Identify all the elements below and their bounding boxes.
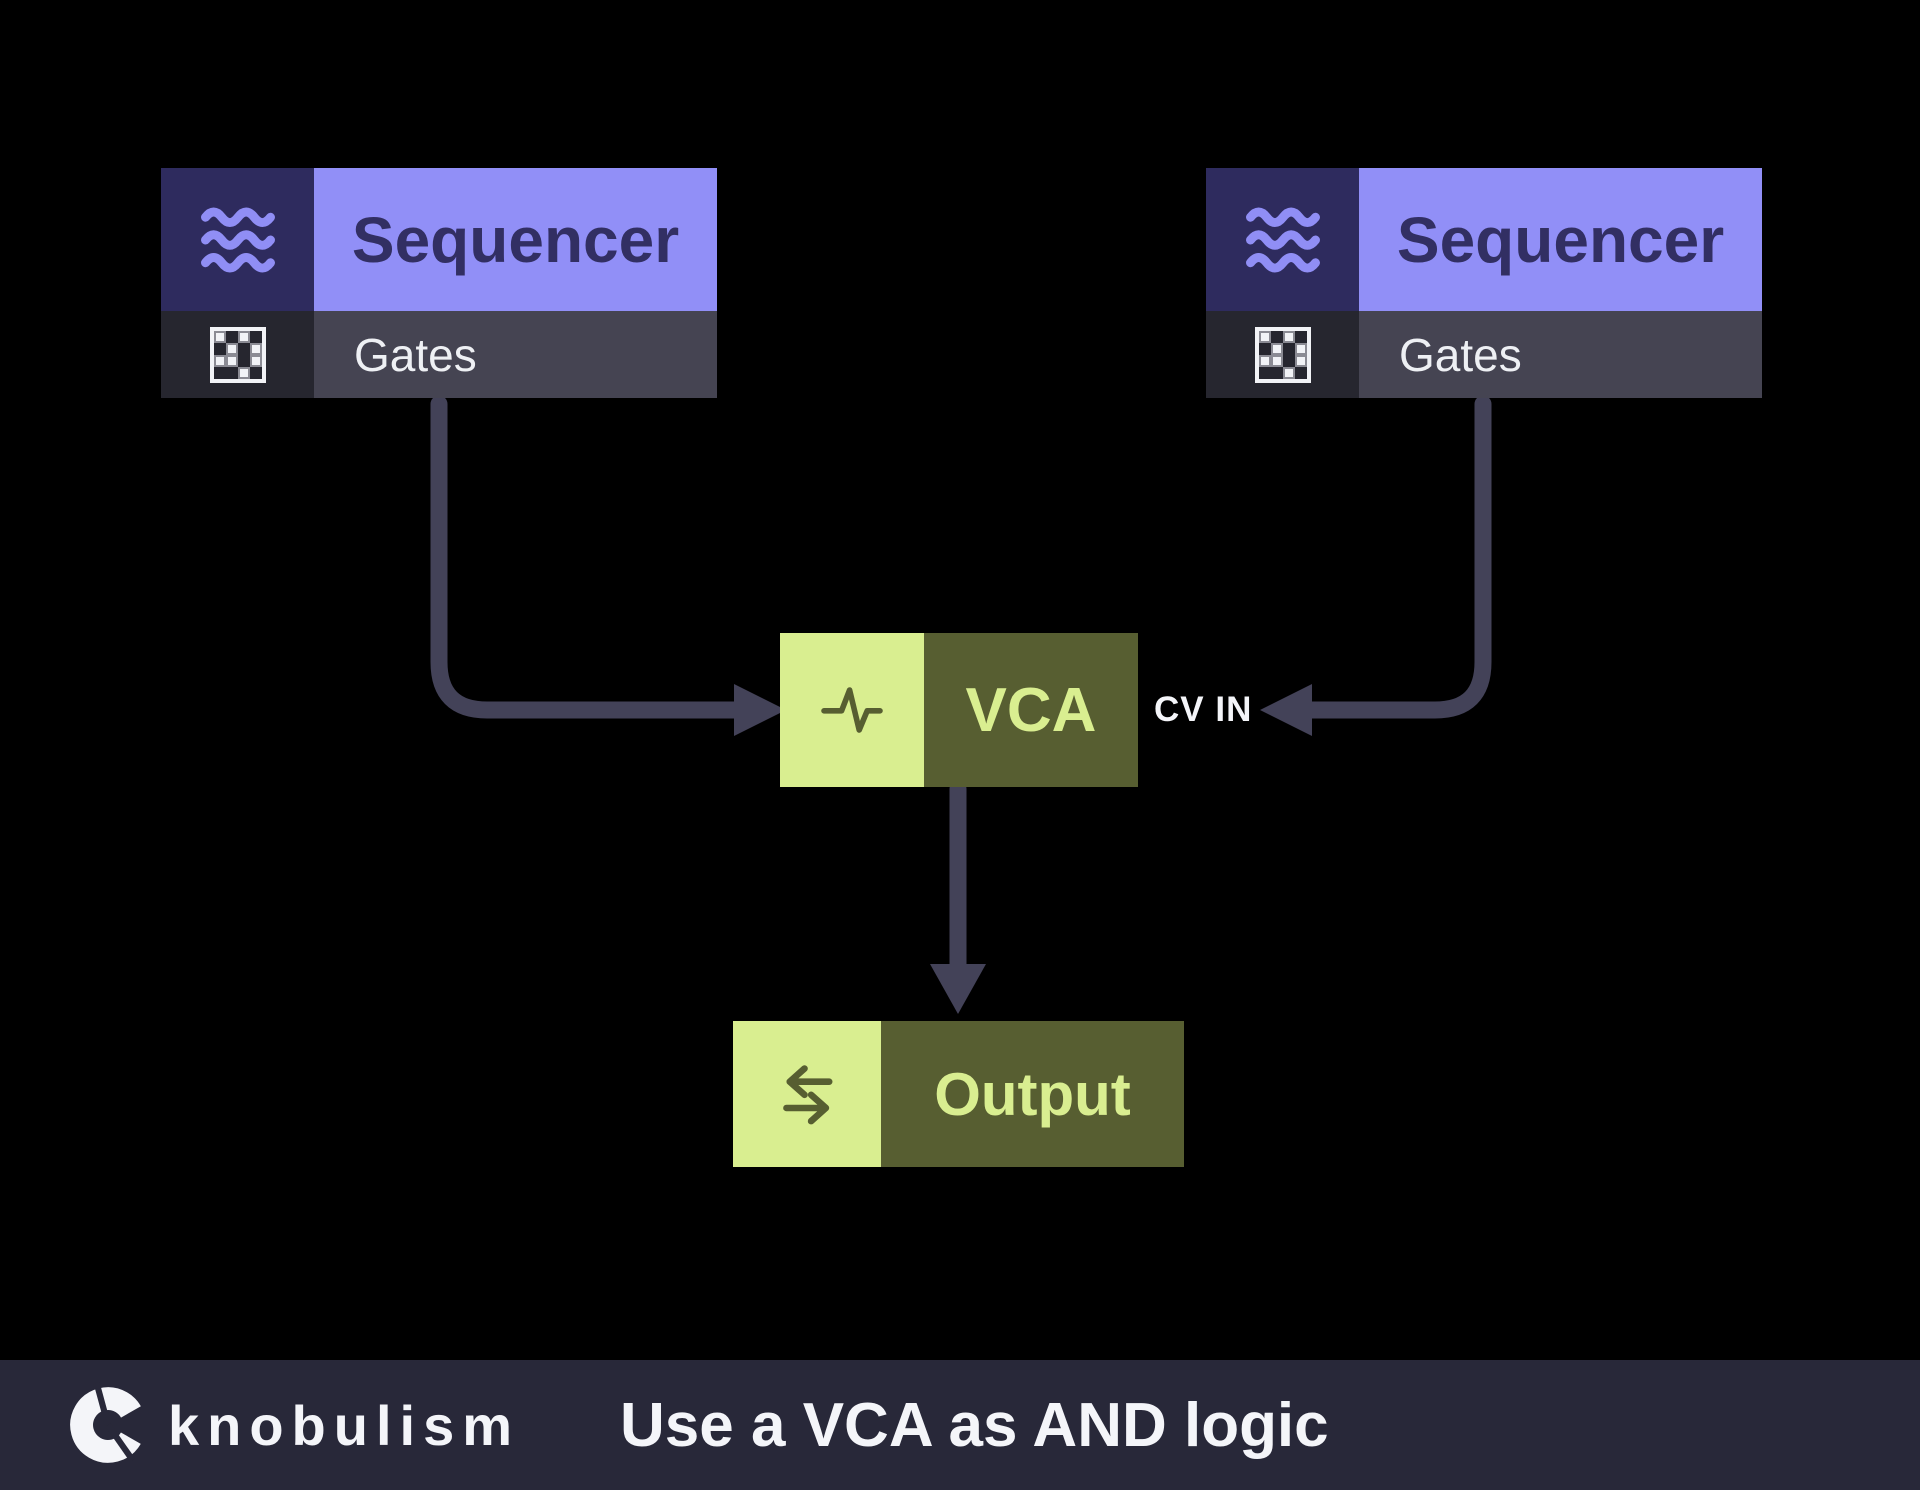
waves-icon [1206, 168, 1359, 311]
sequencer-title-text: Sequencer [351, 203, 680, 276]
cv-in-label: CV IN [1154, 690, 1253, 729]
pulse-icon [780, 633, 924, 787]
gates-label-text: Gates [1399, 328, 1522, 381]
sequencer-node-left: Sequencer Gates [161, 168, 717, 398]
node-title: Sequencer [1359, 168, 1762, 311]
vca-node: VCA [780, 633, 1138, 787]
gate-pattern-grid [1254, 326, 1311, 383]
swap-arrows-icon [733, 1021, 881, 1167]
page-title: Use a VCA as AND logic [620, 1390, 1329, 1460]
connector-left-gates-to-vca [430, 395, 786, 736]
vca-title-text: VCA [965, 675, 1097, 745]
gates-port-row: Gates [161, 311, 717, 398]
node-title: Output [881, 1021, 1184, 1167]
gate-pattern-icon [161, 311, 314, 398]
node-title: VCA [924, 633, 1138, 787]
gate-pattern-icon [1206, 311, 1359, 398]
output-node: Output [733, 1021, 1184, 1167]
sequencer-header-row: Sequencer [161, 168, 717, 311]
port-label: Gates [314, 311, 717, 398]
brand-wordmark: knobulism [168, 1393, 521, 1457]
connector-vca-to-output [930, 780, 986, 1014]
gates-label-text: Gates [354, 328, 477, 381]
output-title-text: Output [934, 1060, 1131, 1128]
gates-port-row: Gates [1206, 311, 1762, 398]
gate-pattern-grid [209, 326, 266, 383]
sequencer-header-row: Sequencer [1206, 168, 1762, 311]
sequencer-title-text: Sequencer [1396, 203, 1725, 276]
node-title: Sequencer [314, 168, 717, 311]
knob-logo-icon [70, 1381, 146, 1463]
sequencer-node-right: Sequencer Gates [1206, 168, 1762, 398]
waves-icon [161, 168, 314, 311]
footer-bar: knobulism Use a VCA as AND logic [0, 1360, 1920, 1490]
connector-right-gates-to-cvin [1260, 395, 1492, 736]
port-label: Gates [1359, 311, 1762, 398]
